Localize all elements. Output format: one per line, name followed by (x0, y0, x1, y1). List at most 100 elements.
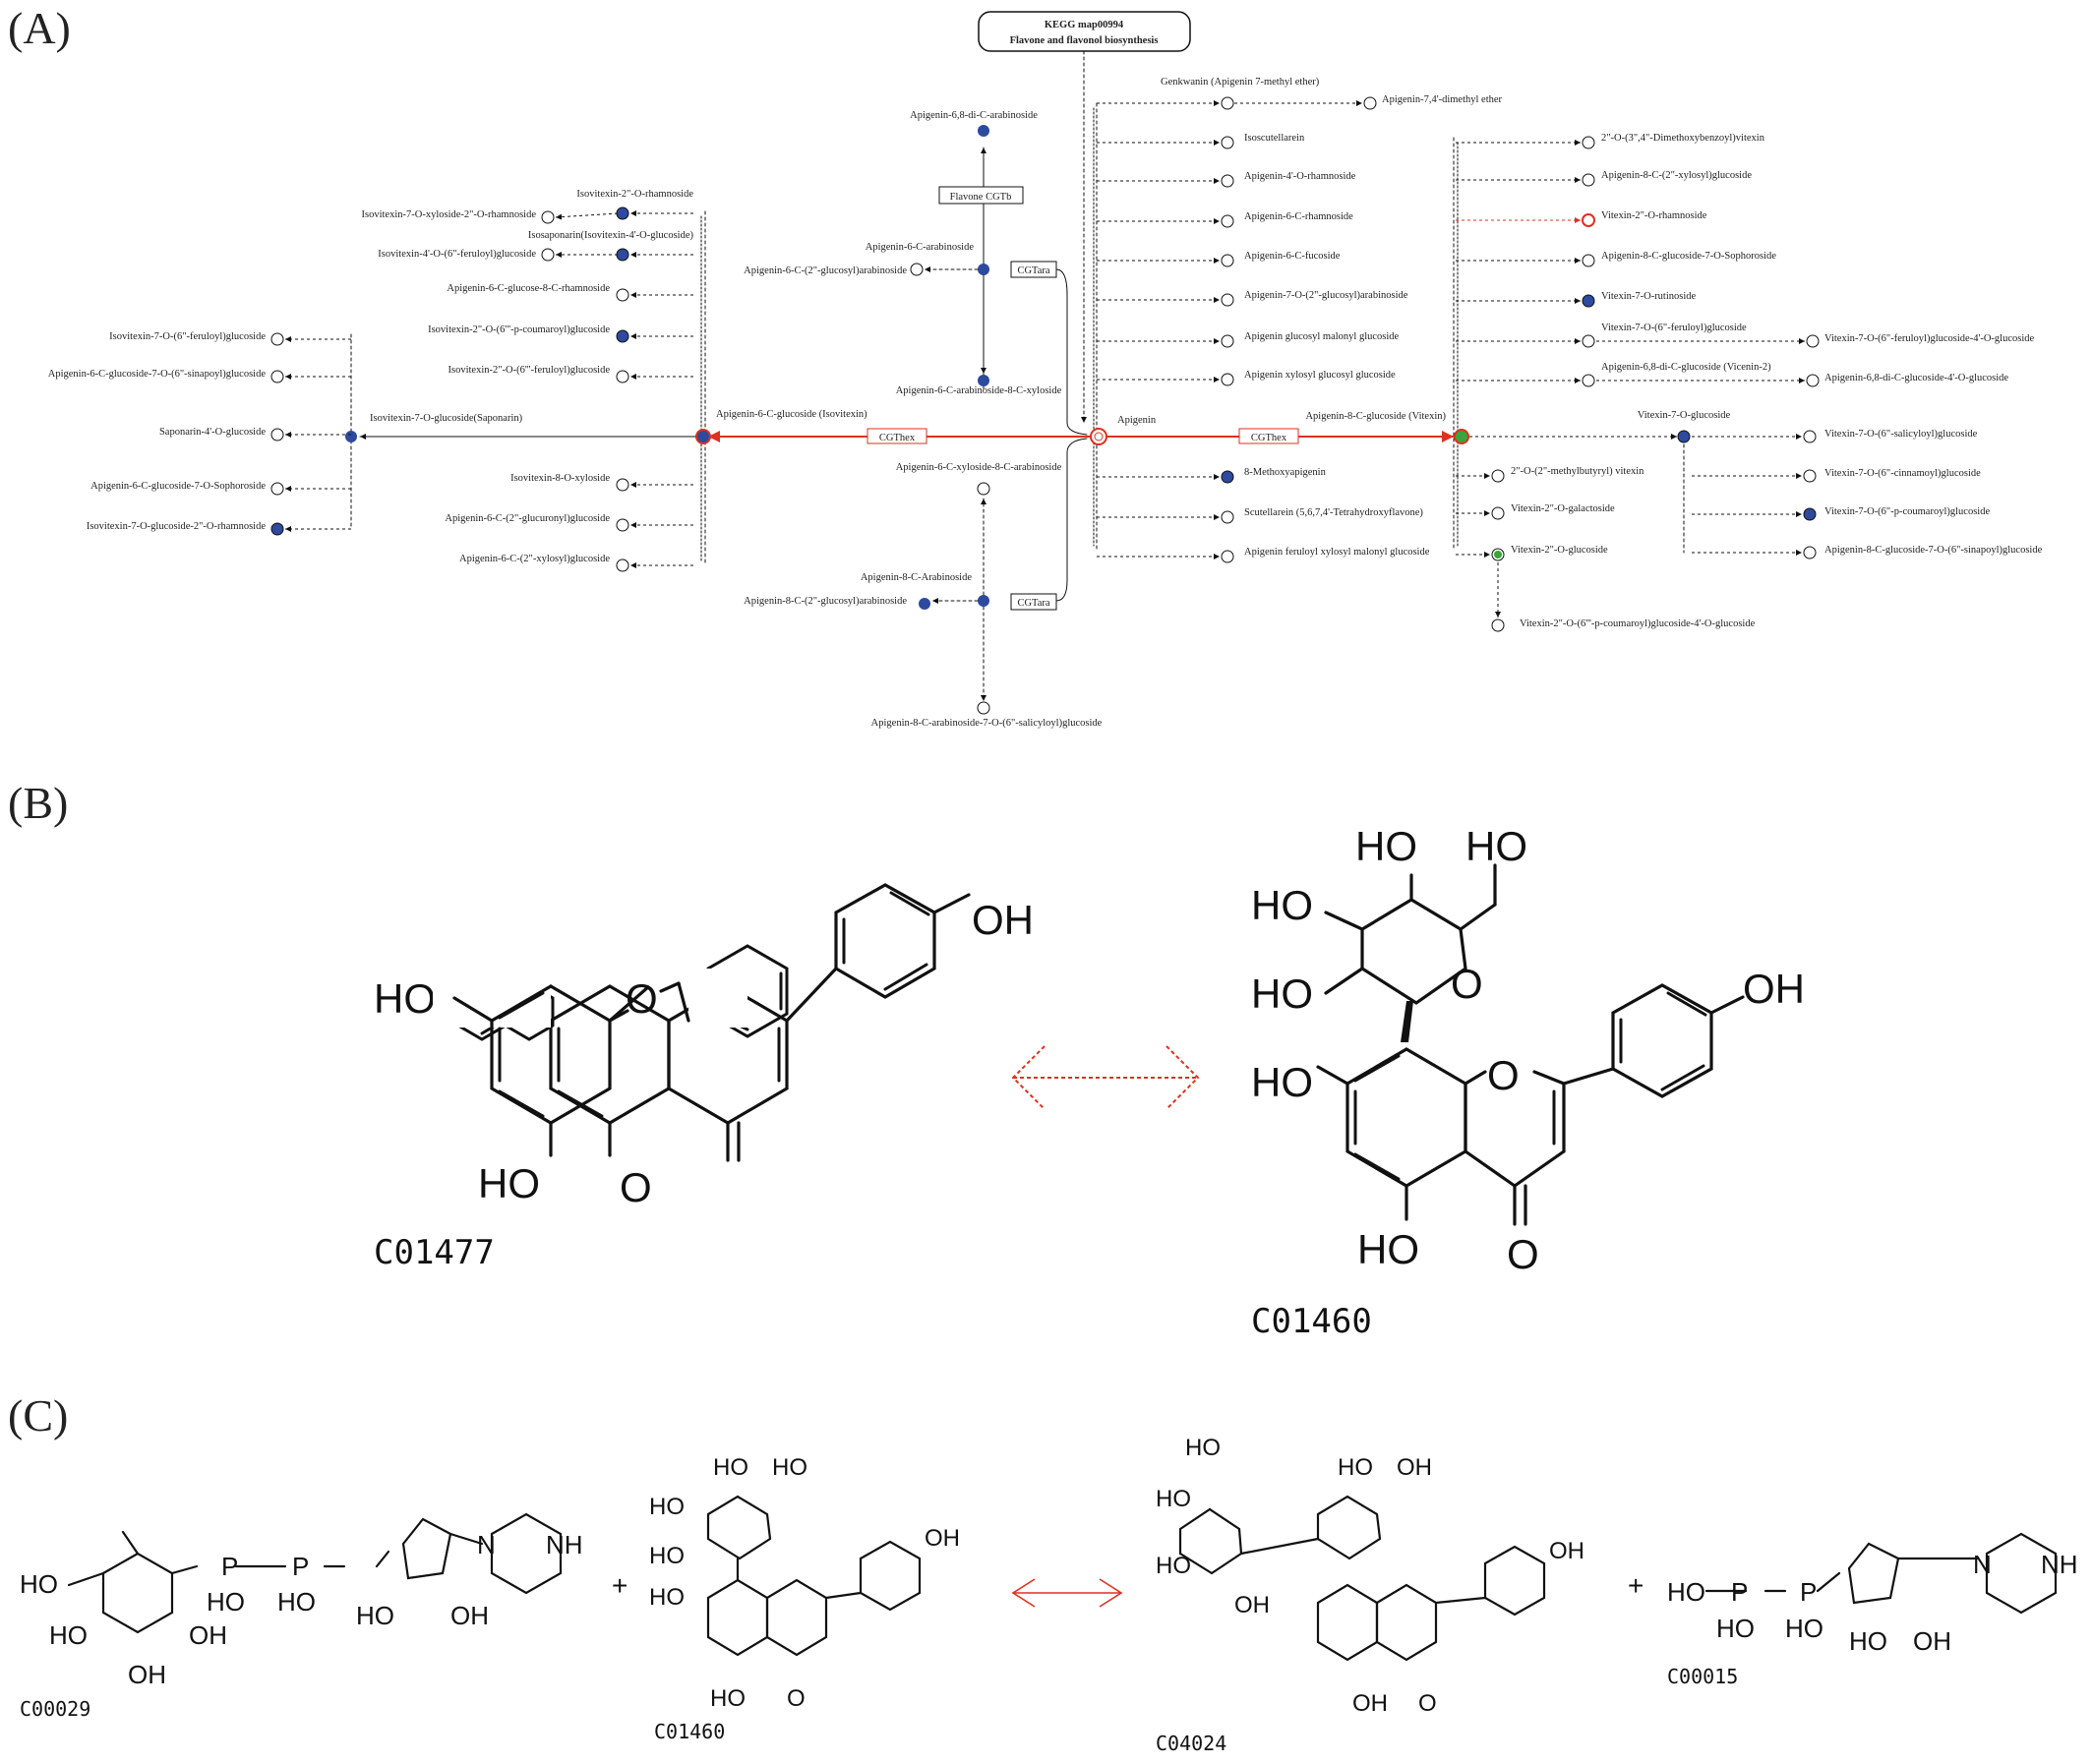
node-vitexin-coumaroyl[interactable] (1491, 618, 1505, 632)
node-isovitexin-product-1[interactable] (616, 206, 629, 220)
node-saponarin[interactable] (345, 431, 357, 442)
node-v7g-product-3[interactable] (1803, 507, 1817, 521)
node-isovitexin[interactable] (695, 429, 711, 444)
node-apigenin-product-10[interactable] (1221, 510, 1234, 524)
node-vitexin-product-7[interactable] (1582, 374, 1595, 387)
atom-e7: OH (1549, 1538, 1584, 1564)
label-v7g-product-3: Vitexin-7-O-(6"-p-coumaroyl)glucoside (1824, 506, 1990, 517)
node-isovitexin-side-2[interactable] (541, 248, 555, 262)
node-apigenin-product-7[interactable] (1221, 334, 1234, 348)
node-saponarin-product-3[interactable] (270, 428, 284, 441)
enzyme-flavone-cgtb[interactable]: Flavone CGTb (950, 192, 1012, 203)
label-saponarin-product-3: Saponarin-4'-O-glucoside (159, 427, 266, 438)
panel-label-a: (A) (8, 3, 71, 53)
node-8c-glucosyl-arab[interactable] (919, 598, 930, 610)
compound-c01460-b: C01460 (1251, 1302, 1372, 1341)
atom-c8: HO (277, 1587, 316, 1617)
enzyme-cgtara-bottom[interactable]: CGTara (1017, 598, 1049, 609)
atom-e8: OH (1352, 1690, 1388, 1717)
node-apigenin-product-6[interactable] (1221, 293, 1234, 307)
apigenin-2d (514, 883, 971, 1162)
atom-ho-v5: HO (1251, 1059, 1313, 1105)
label-apigenin-product-3: Apigenin-4'-O-rhamnoside (1244, 171, 1356, 182)
node-apigenin-product-4[interactable] (1221, 214, 1234, 228)
enzyme-cgtara-top[interactable]: CGTara (1017, 265, 1049, 276)
node-vitexin-product-6[interactable] (1582, 334, 1595, 348)
node-saponarin-product-2[interactable] (270, 370, 284, 383)
node-saponarin-product-4[interactable] (270, 482, 284, 496)
enzyme-cgthex-right[interactable]: CGThex (1251, 433, 1287, 443)
atom-f9: N (1973, 1550, 1992, 1579)
node-dimethyl[interactable] (1363, 96, 1377, 110)
node-v7g-product-2[interactable] (1803, 469, 1817, 483)
node-6c-arabinoside[interactable] (978, 264, 989, 275)
node-apigenin-product-11[interactable] (1221, 550, 1234, 563)
node-saponarin-product-5[interactable] (270, 522, 284, 536)
node-6c-glucosyl-arabinoside[interactable] (910, 263, 924, 276)
atom-c10: OH (450, 1601, 489, 1630)
reaction-arrow-c (1011, 1578, 1123, 1608)
node-di-arabinoside[interactable] (978, 125, 989, 137)
node-apigenin-product-8[interactable] (1221, 373, 1234, 386)
label-apigenin-product-4: Apigenin-6-C-rhamnoside (1244, 211, 1353, 222)
enzyme-cgthex-left[interactable]: CGThex (879, 433, 916, 443)
node-isovitexin-product-5[interactable] (616, 370, 629, 383)
node-v7g-product-4[interactable] (1803, 546, 1817, 559)
label-apigenin-product-8: Apigenin xylosyl glucosyl glucoside (1244, 370, 1396, 381)
label-vitexin: Apigenin-8-C-glucoside (Vitexin) (1305, 411, 1446, 422)
atom-ho-v2: HO (1465, 823, 1527, 869)
label-apigenin-product-2: Isoscutellarein (1244, 133, 1305, 144)
node-vitexin-product-1[interactable] (1582, 136, 1595, 149)
node-vitexin[interactable] (1454, 429, 1469, 444)
label-saponarin-product-5: Isovitexin-7-O-glucoside-2"-O-rhamnoside (87, 521, 266, 532)
label-vitexin-product-3: Vitexin-2"-O-rhamnoside (1601, 210, 1707, 221)
apigenin-clean (452, 981, 690, 1157)
node-vitexin-product-3[interactable] (1582, 213, 1595, 227)
label-isovitexin-product-2: Isosaponarin(Isovitexin-4'-O-glucoside) (528, 230, 694, 241)
atom-c6: P (292, 1552, 309, 1581)
node-vitexin-product-4[interactable] (1582, 254, 1595, 267)
node-arab-xyloside[interactable] (978, 375, 989, 386)
node-isovitexin-side-1[interactable] (541, 210, 555, 224)
node-apigenin-product-2[interactable] (1221, 136, 1234, 149)
label-apigenin-product-7: Apigenin glucosyl malonyl glucoside (1244, 331, 1400, 342)
atom-e3: OH (1397, 1454, 1432, 1481)
node-isovitexin-product-6[interactable] (616, 478, 629, 492)
node-isovitexin-product-8[interactable] (616, 559, 629, 572)
label-apigenin-product-1: Genkwanin (Apigenin 7-methyl ether) (1161, 77, 1320, 88)
node-isovitexin-product-4[interactable] (616, 329, 629, 343)
label-isovitexin-product-4: Isovitexin-2"-O-(6'''-p-coumaroyl)glucos… (428, 324, 610, 335)
atom-ho-v4: HO (1251, 970, 1313, 1017)
node-vitexin-far-1[interactable] (1806, 334, 1820, 348)
node-vitexin-product-8[interactable] (1491, 469, 1505, 483)
node-apigenin-product-5[interactable] (1221, 254, 1234, 267)
node-v7g-product-1[interactable] (1803, 430, 1817, 443)
node-isovitexin-product-3[interactable] (616, 288, 629, 302)
node-8c-arabinoside[interactable] (978, 595, 989, 607)
node-apigenin-product-3[interactable] (1221, 174, 1234, 188)
compound-c00015: C00015 (1667, 1665, 1738, 1688)
atom-f3: P (1800, 1577, 1817, 1607)
node-saponarin-product-1[interactable] (270, 332, 284, 346)
atom-c7: HO (207, 1587, 245, 1617)
label-saponarin-product-1: Isovitexin-7-O-(6"-feruloyl)glucoside (109, 331, 266, 342)
kegg-map-id: KEGG map00994 (1045, 20, 1124, 30)
node-vitexin-product-2[interactable] (1582, 173, 1595, 187)
node-8c-salicyloyl[interactable] (977, 701, 990, 715)
node-isovitexin-product-2[interactable] (616, 248, 629, 262)
atom-e1: HO (1185, 1435, 1221, 1461)
node-vitexin-product-5[interactable] (1582, 294, 1595, 308)
node-v7g[interactable] (1677, 430, 1691, 443)
node-xyl-arab[interactable] (977, 482, 990, 496)
atom-e6: OH (1234, 1592, 1270, 1618)
node-apigenin-product-1[interactable] (1221, 96, 1234, 110)
atom-e5: HO (1156, 1553, 1191, 1579)
node-vitexin-far-2[interactable] (1806, 374, 1820, 387)
node-isovitexin-product-7[interactable] (616, 518, 629, 532)
node-vitexin-product-9[interactable] (1491, 506, 1505, 520)
node-apigenin-product-9[interactable] (1221, 470, 1234, 484)
label-arab-xyloside: Apigenin-6-C-arabinoside-8-C-xyloside (896, 385, 1062, 396)
atom-e2: HO (1338, 1454, 1373, 1481)
label-isovitexin-product-8: Apigenin-6-C-(2"-xylosyl)glucoside (459, 554, 610, 564)
